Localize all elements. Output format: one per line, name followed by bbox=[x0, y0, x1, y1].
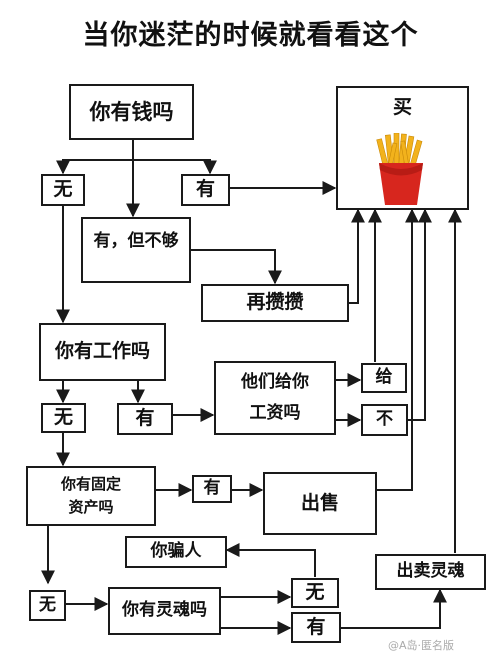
not-give-box: 不 bbox=[361, 404, 408, 436]
assets-question-line2: 资产吗 bbox=[68, 498, 114, 516]
yes-but-not-enough-box: 有，但不够 bbox=[81, 217, 191, 283]
sell-label: 出售 bbox=[300, 491, 339, 514]
not-give-label: 不 bbox=[376, 409, 393, 430]
no-label-2: 无 bbox=[53, 406, 73, 429]
sell-box: 出售 bbox=[263, 472, 377, 535]
yes-box-4: 有 bbox=[291, 612, 341, 643]
watermark: @A岛·匿名版 bbox=[388, 639, 455, 652]
yes-label-4: 有 bbox=[306, 615, 326, 638]
soul-question-label: 你有灵魂吗 bbox=[122, 600, 207, 621]
no-box-4: 无 bbox=[29, 590, 66, 621]
yes-but-not-enough-label: 有，但不够 bbox=[93, 231, 179, 251]
pay-question-line2: 工资吗 bbox=[249, 403, 301, 423]
yes-box-1: 有 bbox=[181, 174, 230, 206]
sell-soul-box: 出卖灵魂 bbox=[375, 554, 486, 590]
no-label-1: 无 bbox=[53, 178, 73, 201]
connector-money-to-no bbox=[56, 140, 134, 175]
connector-partial-to-save bbox=[190, 249, 282, 285]
yes-label-1: 有 bbox=[195, 178, 215, 201]
no-box-3: 无 bbox=[291, 578, 339, 608]
soul-question-box: 你有灵魂吗 bbox=[108, 587, 221, 635]
assets-question-line1: 你有固定 bbox=[60, 475, 121, 494]
connector-sell-to-buy bbox=[376, 208, 419, 491]
pay-question-box: 他们给你 工资吗 bbox=[214, 361, 336, 435]
french-fries-icon bbox=[376, 133, 423, 205]
save-more-box: 再攒攒 bbox=[201, 284, 349, 322]
connector-save-to-buy bbox=[348, 208, 365, 304]
no-label-4: 无 bbox=[39, 594, 56, 615]
connector-soul-to-yes4 bbox=[219, 615, 292, 635]
connector-no3-to-cheat bbox=[225, 543, 316, 577]
connector-money-to-yes bbox=[133, 159, 217, 175]
give-box: 给 bbox=[361, 363, 407, 393]
connector-not-to-buy bbox=[408, 208, 432, 421]
money-question-label: 你有钱吗 bbox=[89, 99, 174, 124]
page-title: 当你迷茫的时候就看看这个 bbox=[82, 20, 419, 51]
connector-yes4-to-sellsoul bbox=[340, 588, 447, 629]
yes-box-3: 有 bbox=[192, 475, 232, 503]
yes-label-2: 有 bbox=[135, 407, 155, 430]
assets-question-box: 你有固定 资产吗 bbox=[26, 466, 156, 526]
yes-box-2: 有 bbox=[117, 403, 173, 435]
buy-label: 买 bbox=[392, 96, 412, 118]
you-lie-box: 你骗人 bbox=[125, 536, 227, 568]
give-label: 给 bbox=[375, 367, 393, 388]
job-question-label: 你有工作吗 bbox=[54, 340, 150, 363]
job-question-box: 你有工作吗 bbox=[39, 323, 166, 381]
no-box-1: 无 bbox=[41, 174, 85, 206]
pay-question-line1: 他们给你 bbox=[241, 371, 309, 392]
save-more-label: 再攒攒 bbox=[246, 291, 304, 314]
you-lie-label: 你骗人 bbox=[150, 541, 202, 562]
money-question-box: 你有钱吗 bbox=[69, 84, 194, 140]
no-label-3: 无 bbox=[305, 581, 325, 604]
no-box-2: 无 bbox=[41, 403, 86, 433]
yes-label-3: 有 bbox=[203, 478, 221, 499]
sell-soul-label: 出卖灵魂 bbox=[396, 561, 465, 582]
